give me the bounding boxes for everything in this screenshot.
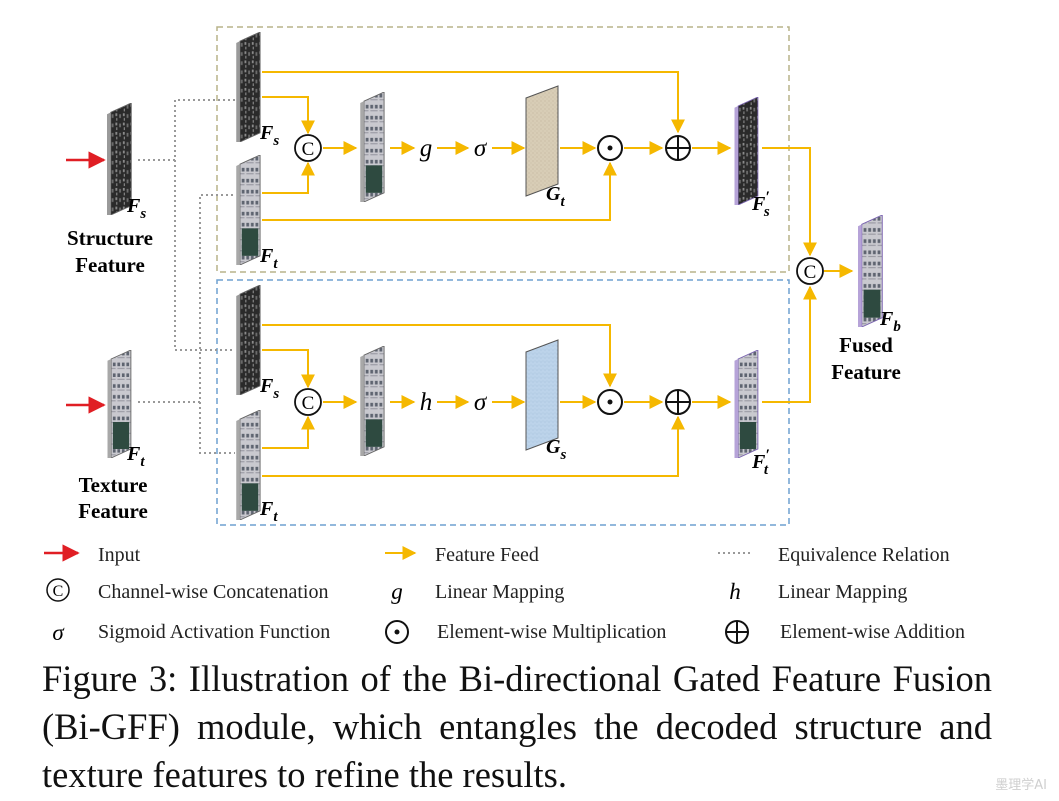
bottom-sigma: σ	[474, 389, 488, 416]
top-gate-gt	[525, 85, 559, 197]
figure-caption: Figure 3: Illustration of the Bi-directi…	[42, 658, 992, 795]
fused-symbol: Fb	[879, 308, 901, 335]
input-texture-symbol: Ft	[126, 443, 145, 470]
legend: Input Feature Feed Equivalence Relation …	[44, 544, 965, 645]
bottom-gate-symbol: Gs	[546, 436, 566, 463]
bottom-gate-gs	[525, 339, 559, 451]
bottom-fs-symbol: Fs	[259, 375, 279, 402]
top-ft-map	[235, 155, 261, 265]
bottom-add-op	[665, 389, 691, 415]
fused-map	[857, 215, 883, 327]
top-ft-symbol: Ft	[259, 245, 278, 272]
legend-h-icon: h	[729, 579, 741, 604]
legend-mult-icon	[385, 620, 409, 644]
legend-g-text: Linear Mapping	[435, 581, 564, 603]
equivalence-lines	[138, 99, 235, 454]
bottom-ft-symbol: Ft	[259, 498, 278, 525]
input-texture-map	[107, 350, 132, 458]
input-texture-label-1: Texture	[79, 473, 148, 497]
bottom-mult-op	[597, 389, 623, 415]
top-output-map	[733, 97, 759, 205]
top-fs-symbol: Fs	[259, 122, 279, 149]
fused-label-1: Fused	[839, 333, 893, 357]
top-sigma: σ	[474, 135, 488, 162]
top-concat-op: C	[294, 134, 322, 162]
legend-h-text: Linear Mapping	[778, 581, 907, 603]
legend-add-icon	[725, 620, 749, 644]
legend-sigma-icon: σ	[52, 620, 65, 645]
svg-text:C: C	[302, 139, 315, 160]
watermark: 墨理学AI	[995, 778, 1047, 793]
svg-text:C: C	[302, 393, 315, 414]
bottom-fs-map	[235, 285, 261, 395]
top-concat-map	[359, 92, 385, 202]
input-structure-label-2: Feature	[75, 253, 145, 277]
bottom-branch: Fs Ft C h σ Gs	[235, 285, 770, 525]
top-branch: Fs Ft C g σ Gt	[235, 32, 770, 272]
top-gate-symbol: Gt	[546, 183, 565, 210]
bottom-concat-op: C	[294, 388, 322, 416]
diagram-svg: Fs Structure Feature Ft Texture Feature …	[44, 26, 965, 645]
legend-concat-text: Channel-wise Concatenation	[98, 581, 329, 603]
legend-mult-text: Element-wise Multiplication	[437, 621, 666, 643]
top-mapping-g: g	[420, 135, 433, 162]
top-output-symbol: F′s	[751, 189, 770, 220]
bottom-output-symbol: F′t	[751, 447, 770, 478]
top-add-op	[665, 135, 691, 161]
legend-sigma-text: Sigmoid Activation Function	[98, 621, 330, 643]
legend-concat-icon: C	[46, 578, 70, 602]
svg-text:C: C	[53, 583, 64, 600]
top-mult-op	[597, 135, 623, 161]
legend-g-icon: g	[391, 579, 403, 604]
legend-feed-text: Feature Feed	[435, 544, 539, 566]
fused-label-2: Feature	[831, 360, 901, 384]
fusion-concat-op: C	[796, 257, 824, 285]
top-branch-box	[216, 26, 790, 273]
bottom-output-map	[733, 350, 759, 458]
input-structure-symbol: Fs	[126, 195, 146, 222]
svg-text:C: C	[804, 262, 817, 283]
legend-input-text: Input	[98, 544, 141, 566]
bottom-mapping-h: h	[420, 389, 433, 416]
legend-add-text: Element-wise Addition	[780, 621, 965, 643]
legend-equivalence-text: Equivalence Relation	[778, 544, 950, 566]
input-structure-label-1: Structure	[67, 226, 153, 250]
input-texture-label-2: Feature	[78, 499, 148, 523]
top-fs-map	[235, 32, 261, 142]
bottom-ft-map	[235, 410, 261, 520]
bottom-concat-map	[359, 346, 385, 456]
